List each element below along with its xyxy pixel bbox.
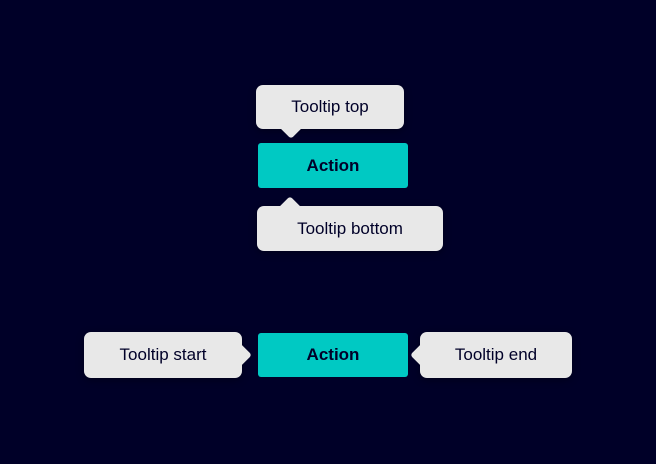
tooltip-start: Tooltip start <box>84 332 252 378</box>
tooltip-arrow-left-icon <box>410 345 430 365</box>
tooltip-start-label: Tooltip start <box>119 345 207 364</box>
action-button-bottom-label: Action <box>306 345 360 364</box>
tooltip-end: Tooltip end <box>410 332 572 378</box>
tooltip-arrow-up-icon <box>280 196 300 216</box>
tooltip-bottom: Tooltip bottom <box>257 196 443 251</box>
tooltip-arrow-right-icon <box>232 345 252 365</box>
tooltip-end-label: Tooltip end <box>454 345 538 364</box>
tooltip-bottom-label: Tooltip bottom <box>297 218 403 238</box>
action-button-top[interactable]: Action <box>258 143 408 188</box>
tooltip-top: Tooltip top <box>256 85 404 139</box>
action-button-top-label: Action <box>306 155 360 175</box>
tooltip-arrow-down-icon <box>281 119 301 139</box>
tooltip-top-label: Tooltip top <box>291 97 369 116</box>
action-button-bottom[interactable]: Action <box>258 333 408 377</box>
